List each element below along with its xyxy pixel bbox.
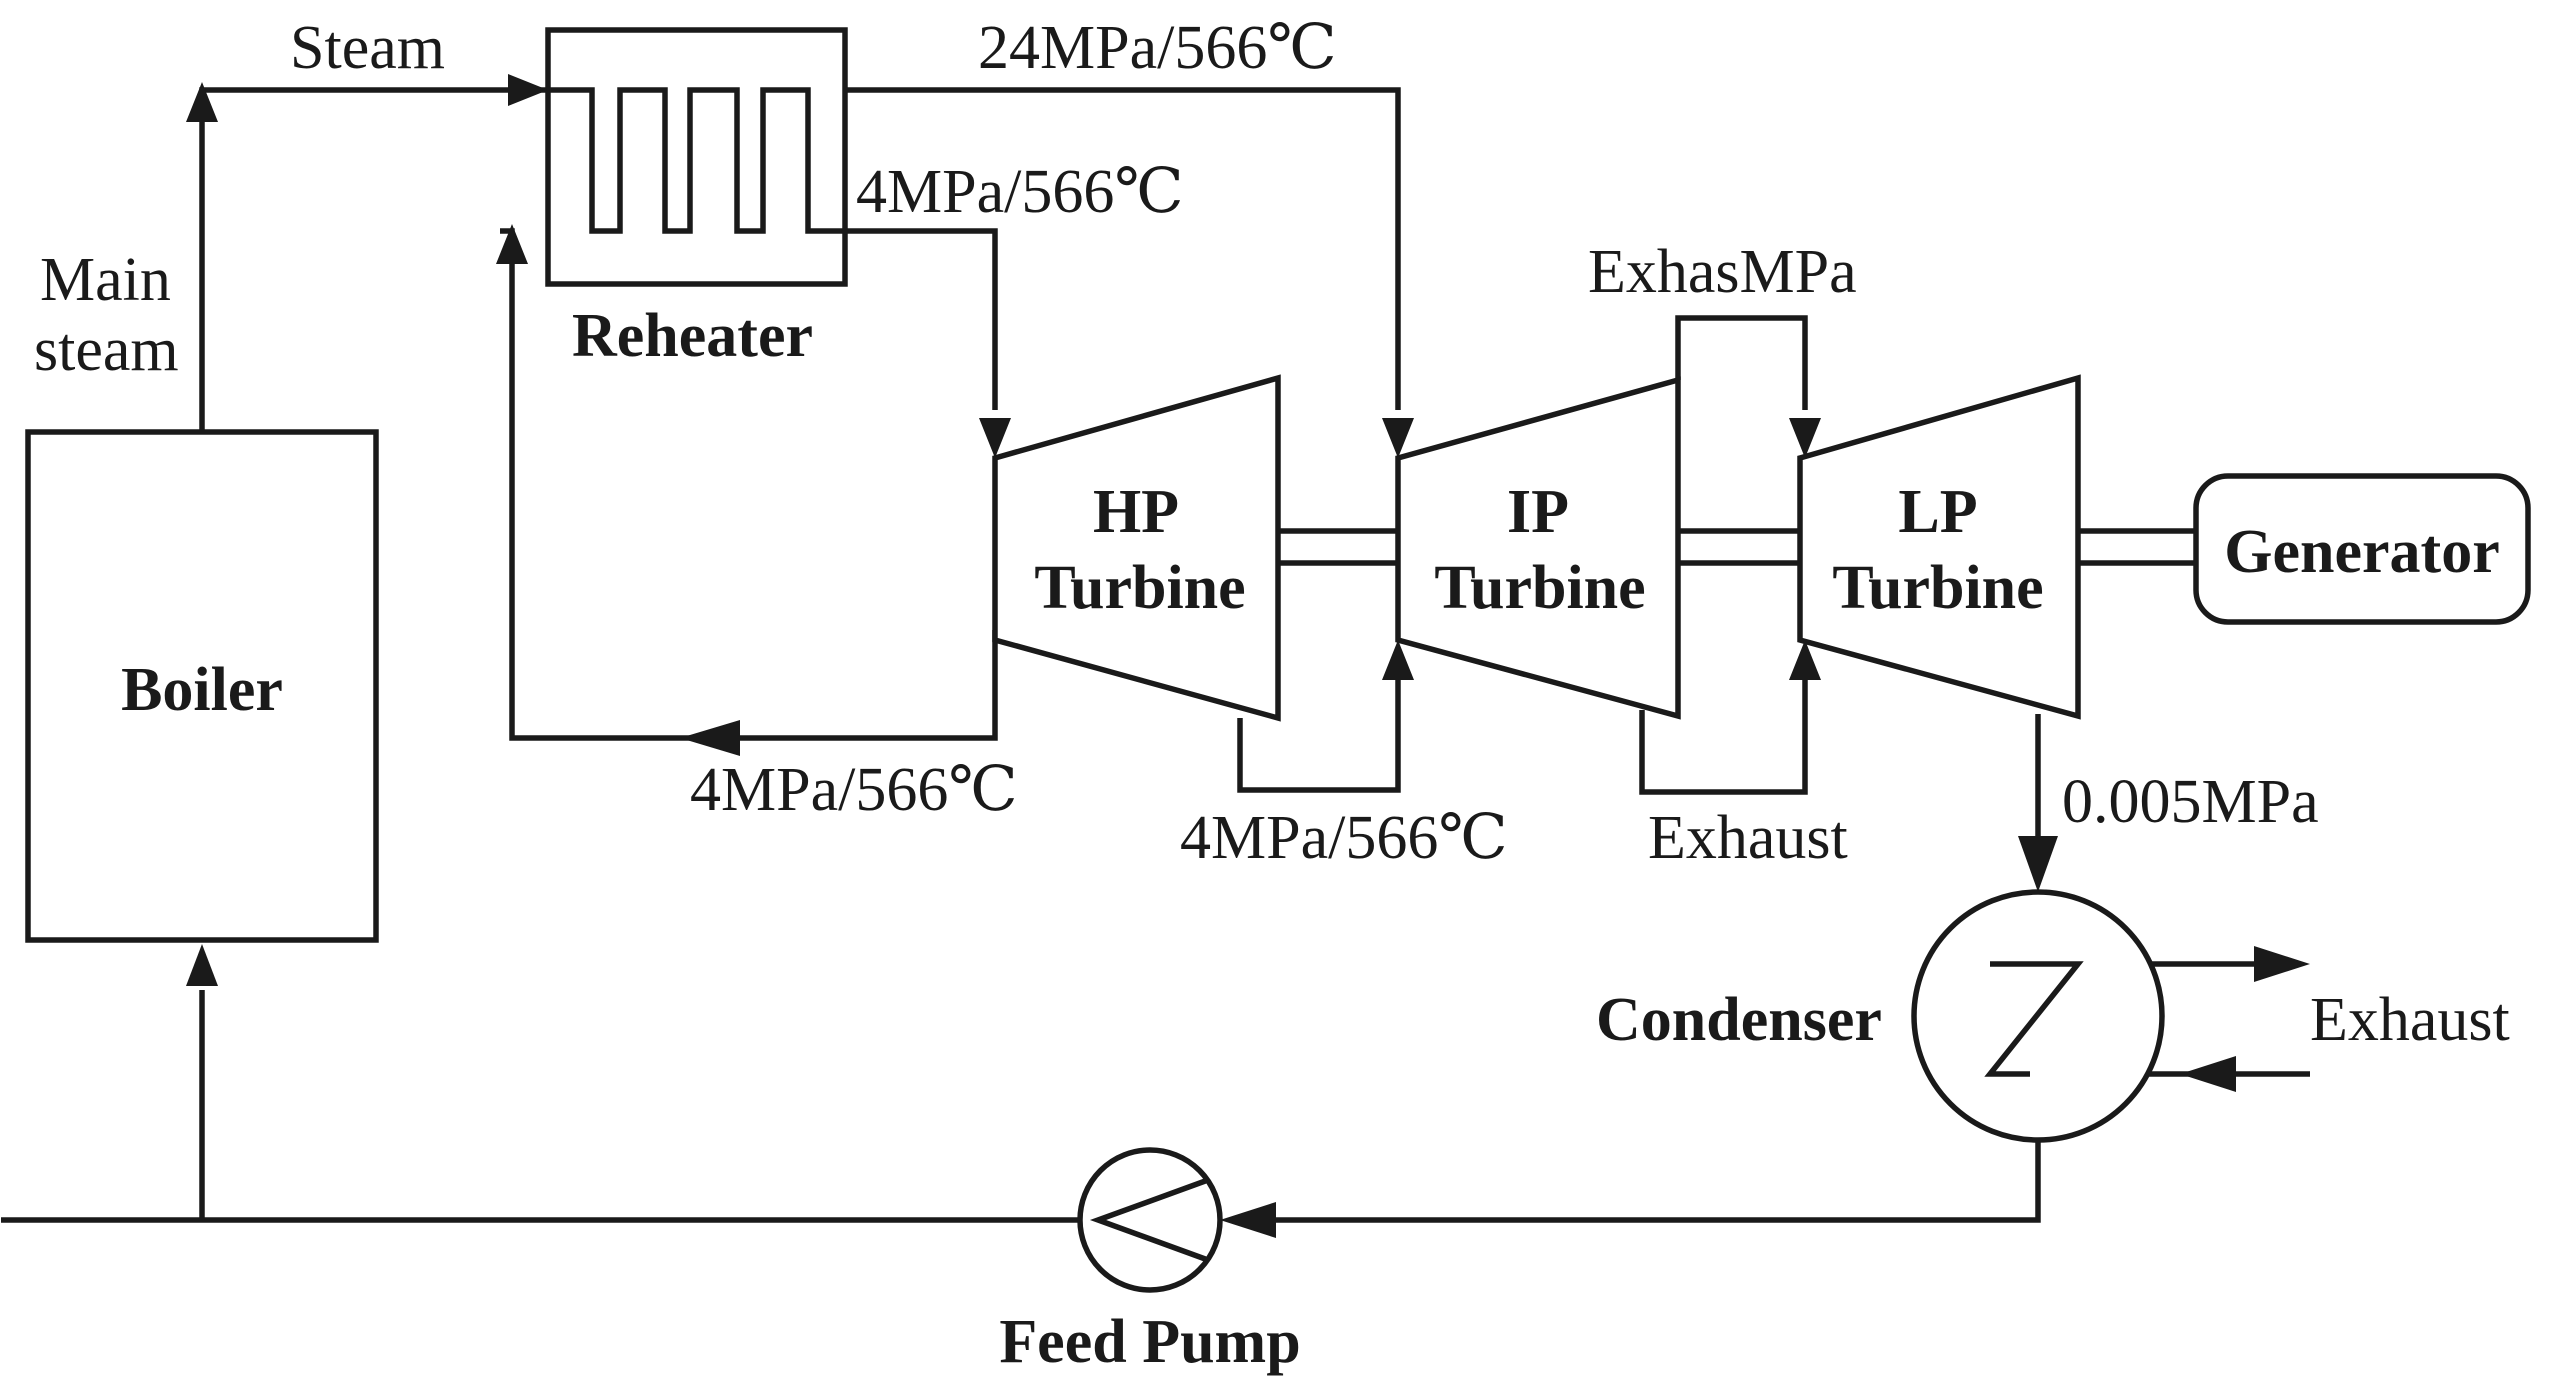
- feed-pump-chevron: [1089, 1177, 1209, 1263]
- hp-turbine-label-line1: HP: [1093, 478, 1179, 546]
- hp-ip-crossover-pipe: [1237, 670, 1401, 793]
- reheater-label: Reheater: [572, 302, 813, 370]
- lp-turbine: [1797, 374, 2081, 720]
- boiler-label: Boiler: [121, 656, 283, 724]
- arrow-into-lp-turbine-top: [1789, 418, 1821, 458]
- hp-turbine: [992, 374, 1281, 722]
- reheater: [545, 27, 848, 287]
- condensate-pipe: [1260, 1140, 2041, 1223]
- main-steam-pipe: [199, 87, 500, 432]
- main-steam-to-ip-pipe: [845, 87, 1401, 410]
- ip-lp-crossover-bottom-pipe: [1639, 670, 1808, 795]
- hp-ip-crossover-label: 4MPa/566℃: [1180, 804, 1508, 872]
- main-steam-label-line1: Main: [40, 246, 171, 314]
- steam-label: Steam: [290, 14, 445, 82]
- ip-lp-crossover-top-label: ExhasMPa: [1588, 238, 1857, 306]
- main-steam-label-line2: steam: [34, 316, 179, 384]
- hp-turbine-label-line2: Turbine: [1034, 554, 1245, 622]
- lp-exhaust-pressure-label: 0.005MPa: [2062, 768, 2319, 836]
- arrow-into-boiler: [186, 944, 218, 986]
- feed-pump-label: Feed Pump: [999, 1308, 1300, 1376]
- generator: [2193, 473, 2531, 625]
- arrow-into-condenser: [2018, 836, 2058, 892]
- arrow-into-ip-turbine-top: [1382, 418, 1414, 458]
- boiler: [25, 429, 379, 943]
- hp-exhaust-return-label: 4MPa/566℃: [690, 756, 1018, 824]
- ip-turbine: [1395, 376, 1681, 720]
- main-steam-conditions-label: 24MPa/566℃: [978, 14, 1337, 82]
- condenser-label: Condenser: [1596, 986, 1882, 1054]
- generator-label: Generator: [2224, 518, 2499, 586]
- arrow-into-hp-turbine: [979, 418, 1011, 458]
- arrow-into-ip-turbine-bottom: [1382, 640, 1414, 680]
- reheater-to-hp-pipe: [845, 228, 998, 410]
- reheater-coil: [500, 87, 845, 234]
- arrow-return-into-reheater: [496, 224, 528, 264]
- ip-turbine-label-line2: Turbine: [1434, 554, 1645, 622]
- cooling-water-label: Exhaust: [2310, 986, 2510, 1054]
- arrow-main-steam-up: [186, 82, 218, 122]
- ip-turbine-label-line1: IP: [1507, 478, 1569, 546]
- arrow-cooling-water-in: [2180, 1056, 2236, 1092]
- arrow-hp-return-left: [680, 720, 740, 756]
- arrow-cooling-water-out: [2254, 946, 2310, 982]
- arrow-into-feed-pump: [1220, 1202, 1276, 1238]
- arrow-steam-into-reheater: [508, 74, 548, 106]
- condenser-coil: [1984, 961, 2084, 1077]
- arrow-into-lp-turbine-bottom: [1789, 640, 1821, 680]
- lp-turbine-label-line1: LP: [1898, 478, 1977, 546]
- ip-lp-crossover-top-pipe: [1675, 315, 1808, 410]
- hp-exhaust-return-pipe: [500, 228, 998, 741]
- reheater-outlet-label: 4MPa/566℃: [856, 158, 1184, 226]
- lp-turbine-label-line2: Turbine: [1832, 554, 2043, 622]
- ip-lp-crossover-bottom-label: Exhaust: [1648, 804, 1848, 872]
